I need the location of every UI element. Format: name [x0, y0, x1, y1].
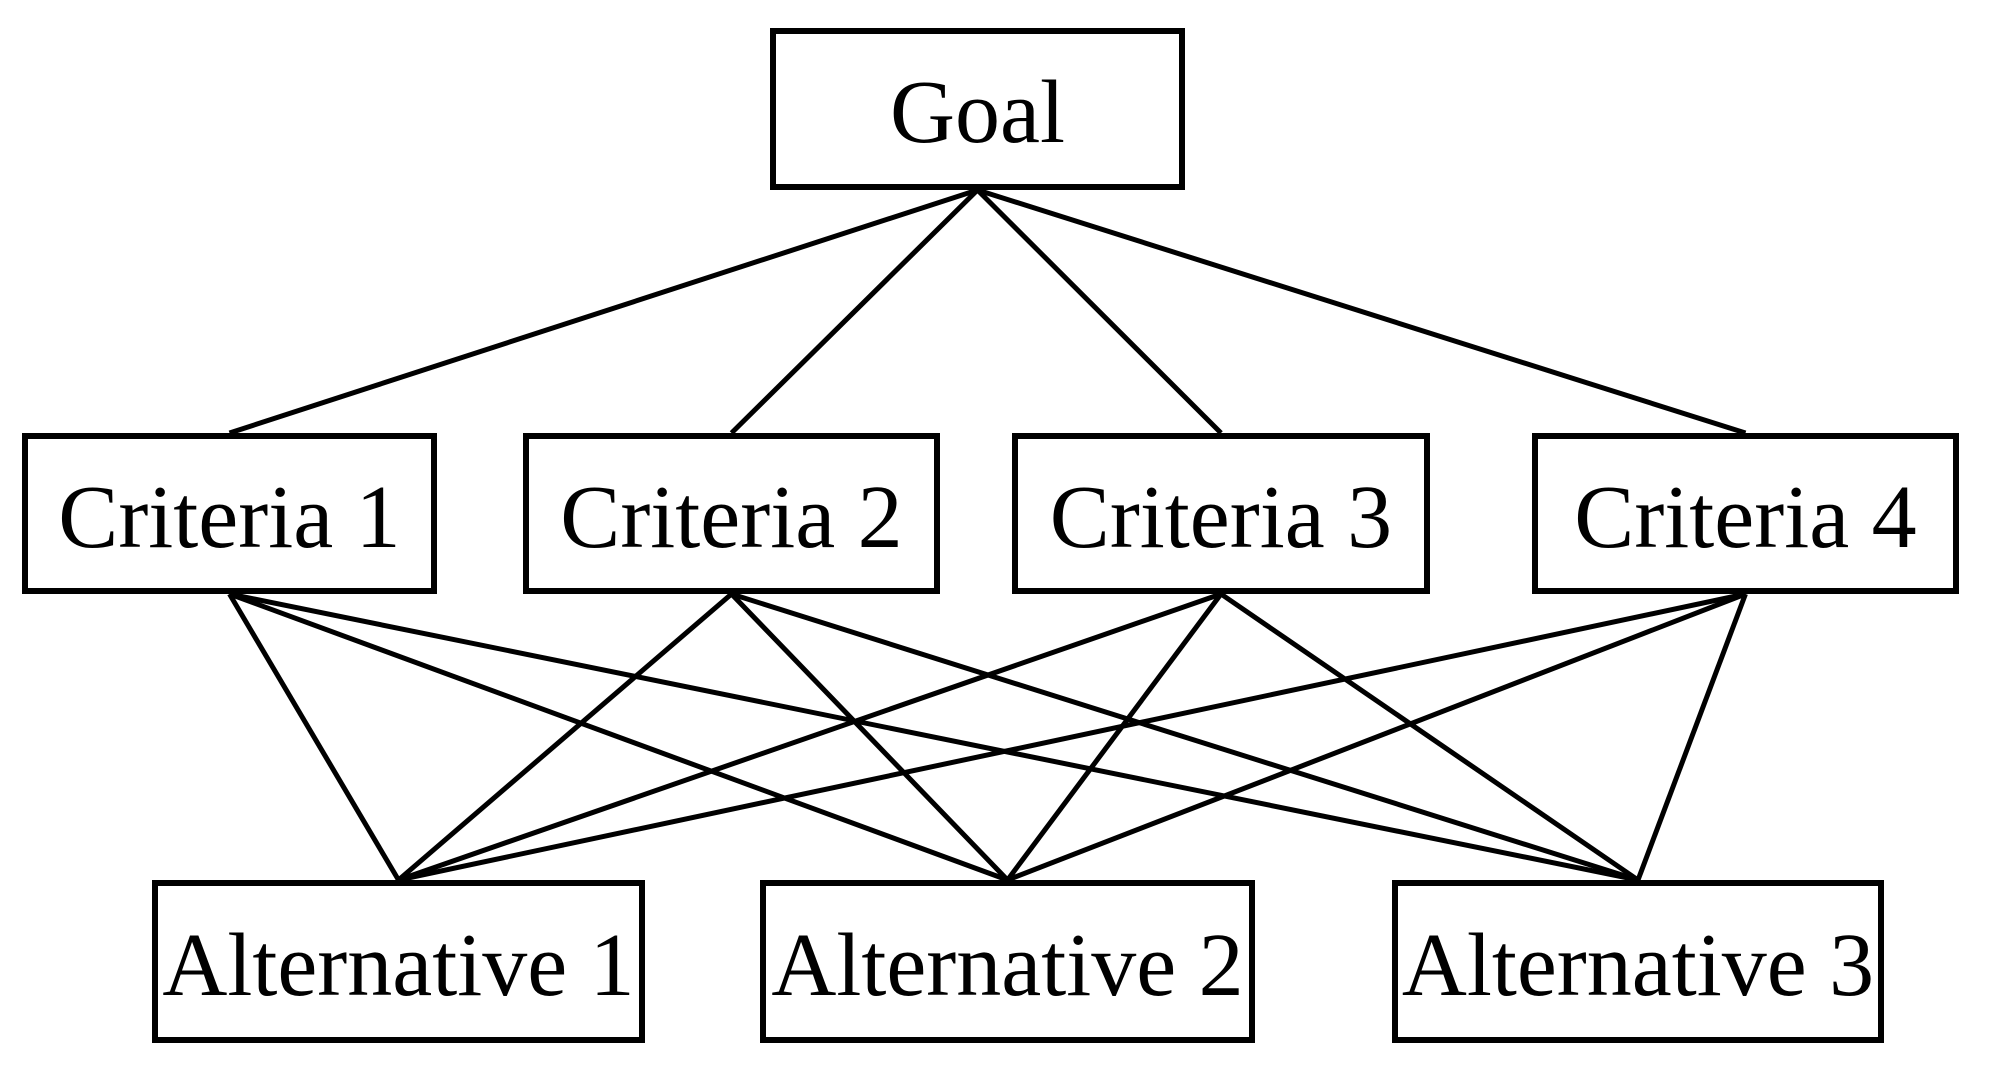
edge-criteria-2-to-alternative-2: [729, 592, 1010, 882]
alternative-3-node: Alternative 3: [1392, 880, 1884, 1043]
edge-criteria-3-to-alternative-2: [1005, 592, 1224, 882]
alternative-2-label: Alternative 2: [771, 915, 1244, 1015]
criteria-3-label: Criteria 3: [1049, 467, 1393, 567]
edge-criteria-1-to-alternative-2: [228, 591, 1009, 883]
edge-criteria-3-to-alternative-1: [397, 591, 1222, 883]
edge-goal-to-criteria-1: [228, 187, 979, 436]
edge-criteria-4-to-alternative-1: [397, 591, 1747, 883]
edge-criteria-2-to-alternative-1: [396, 592, 734, 882]
criteria-3-node: Criteria 3: [1012, 433, 1430, 594]
alternative-2-node: Alternative 2: [760, 880, 1255, 1043]
alternative-1-label: Alternative 1: [162, 915, 635, 1015]
criteria-2-node: Criteria 2: [523, 433, 940, 594]
edge-criteria-4-to-alternative-3: [1635, 593, 1748, 881]
edge-goal-to-criteria-4: [976, 187, 1747, 436]
criteria-1-label: Criteria 1: [58, 467, 401, 567]
alternative-3-label: Alternative 3: [1401, 915, 1875, 1015]
edge-criteria-2-to-alternative-3: [730, 591, 1639, 883]
criteria-4-label: Criteria 4: [1574, 467, 1917, 567]
edge-goal-to-criteria-3: [975, 188, 1223, 435]
edge-goal-to-criteria-2: [729, 188, 980, 435]
criteria-4-node: Criteria 4: [1532, 433, 1959, 594]
edge-criteria-1-to-alternative-1: [227, 592, 401, 882]
alternative-1-node: Alternative 1: [152, 880, 645, 1043]
edge-criteria-4-to-alternative-2: [1006, 591, 1747, 883]
edge-criteria-3-to-alternative-3: [1219, 591, 1640, 883]
goal-node: Goal: [770, 28, 1185, 190]
goal-label: Goal: [890, 63, 1065, 162]
criteria-1-node: Criteria 1: [22, 433, 437, 594]
edge-criteria-1-to-alternative-3: [229, 591, 1639, 883]
criteria-2-label: Criteria 2: [560, 467, 903, 567]
